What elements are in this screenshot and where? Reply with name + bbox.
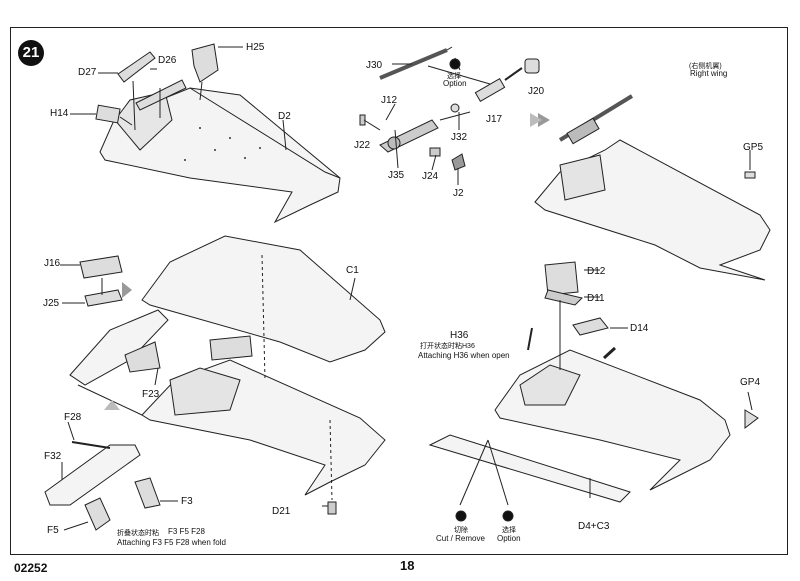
part-label-j12: J12 bbox=[381, 95, 398, 106]
option-label: Option bbox=[443, 79, 467, 88]
option-icon bbox=[449, 58, 514, 522]
wing-flap-drawing bbox=[428, 261, 759, 506]
right-wing-label-cn: (右侧机翼) bbox=[689, 63, 722, 70]
part-label-j16: J16 bbox=[44, 258, 61, 269]
fold-note: Attaching F3 F5 F28 when fold bbox=[117, 538, 226, 547]
part-label-gp5: GP5 bbox=[743, 142, 764, 153]
right-wing-drawing bbox=[530, 94, 771, 281]
wing-d2-drawing bbox=[70, 43, 341, 224]
part-label-f28: F28 bbox=[64, 412, 82, 423]
fold-note-cn: 折叠状态时粘 bbox=[117, 530, 159, 537]
part-label-c1: C1 bbox=[346, 265, 359, 276]
cut-icon bbox=[455, 510, 467, 522]
part-label-j25: J25 bbox=[43, 298, 60, 309]
page-number: 18 bbox=[400, 558, 415, 573]
h36-note-cn: 打开状态时粘H36 bbox=[420, 343, 475, 350]
gun-assembly-drawing bbox=[359, 46, 540, 185]
part-label-j35: J35 bbox=[388, 170, 405, 181]
part-label-d27: D27 bbox=[78, 67, 97, 78]
wing-c1-drawing bbox=[60, 235, 386, 501]
cut-label-cn: 切除 bbox=[454, 527, 468, 534]
fold-note-parts: F3 F5 F28 bbox=[168, 527, 205, 536]
part-label-h14: H14 bbox=[50, 108, 69, 119]
part-label-j30: J30 bbox=[366, 60, 383, 71]
part-label-d21: D21 bbox=[272, 506, 291, 517]
part-label-j22: J22 bbox=[354, 140, 371, 151]
part-label-d26: D26 bbox=[158, 55, 177, 66]
part-label-j32: J32 bbox=[451, 132, 468, 143]
part-label-gp4: GP4 bbox=[740, 377, 761, 388]
part-label-h36: H36 bbox=[450, 330, 469, 341]
part-label-d12: D12 bbox=[587, 266, 606, 277]
option-label-cn: 选择 bbox=[447, 73, 461, 80]
catalog-number: 02252 bbox=[14, 561, 48, 575]
part-label-d2: D2 bbox=[278, 111, 291, 122]
part-label-h25: H25 bbox=[246, 42, 265, 53]
part-label-f23: F23 bbox=[142, 389, 160, 400]
part-label-f3: F3 bbox=[181, 496, 193, 507]
part-label-f32: F32 bbox=[44, 451, 62, 462]
part-label-j17: J17 bbox=[486, 114, 503, 125]
part-label-j2: J2 bbox=[453, 188, 464, 199]
page-frame bbox=[10, 27, 788, 555]
part-label-j24: J24 bbox=[422, 171, 439, 182]
folding-parts-drawing bbox=[44, 421, 337, 531]
right-wing-label: Right wing bbox=[690, 69, 728, 78]
part-label-f5: F5 bbox=[47, 525, 59, 536]
part-label-d4-c3: D4+C3 bbox=[578, 521, 610, 532]
part-label-j20: J20 bbox=[528, 86, 545, 97]
part-label-d14: D14 bbox=[630, 323, 649, 334]
step-badge: 21 bbox=[18, 40, 44, 66]
cut-label: Cut / Remove bbox=[436, 534, 485, 543]
option-label-cn-2: 选择 bbox=[502, 527, 516, 534]
part-label-d11: D11 bbox=[587, 293, 605, 304]
h36-note: Attaching H36 when open bbox=[418, 351, 510, 360]
option-label-2: Option bbox=[497, 534, 521, 543]
